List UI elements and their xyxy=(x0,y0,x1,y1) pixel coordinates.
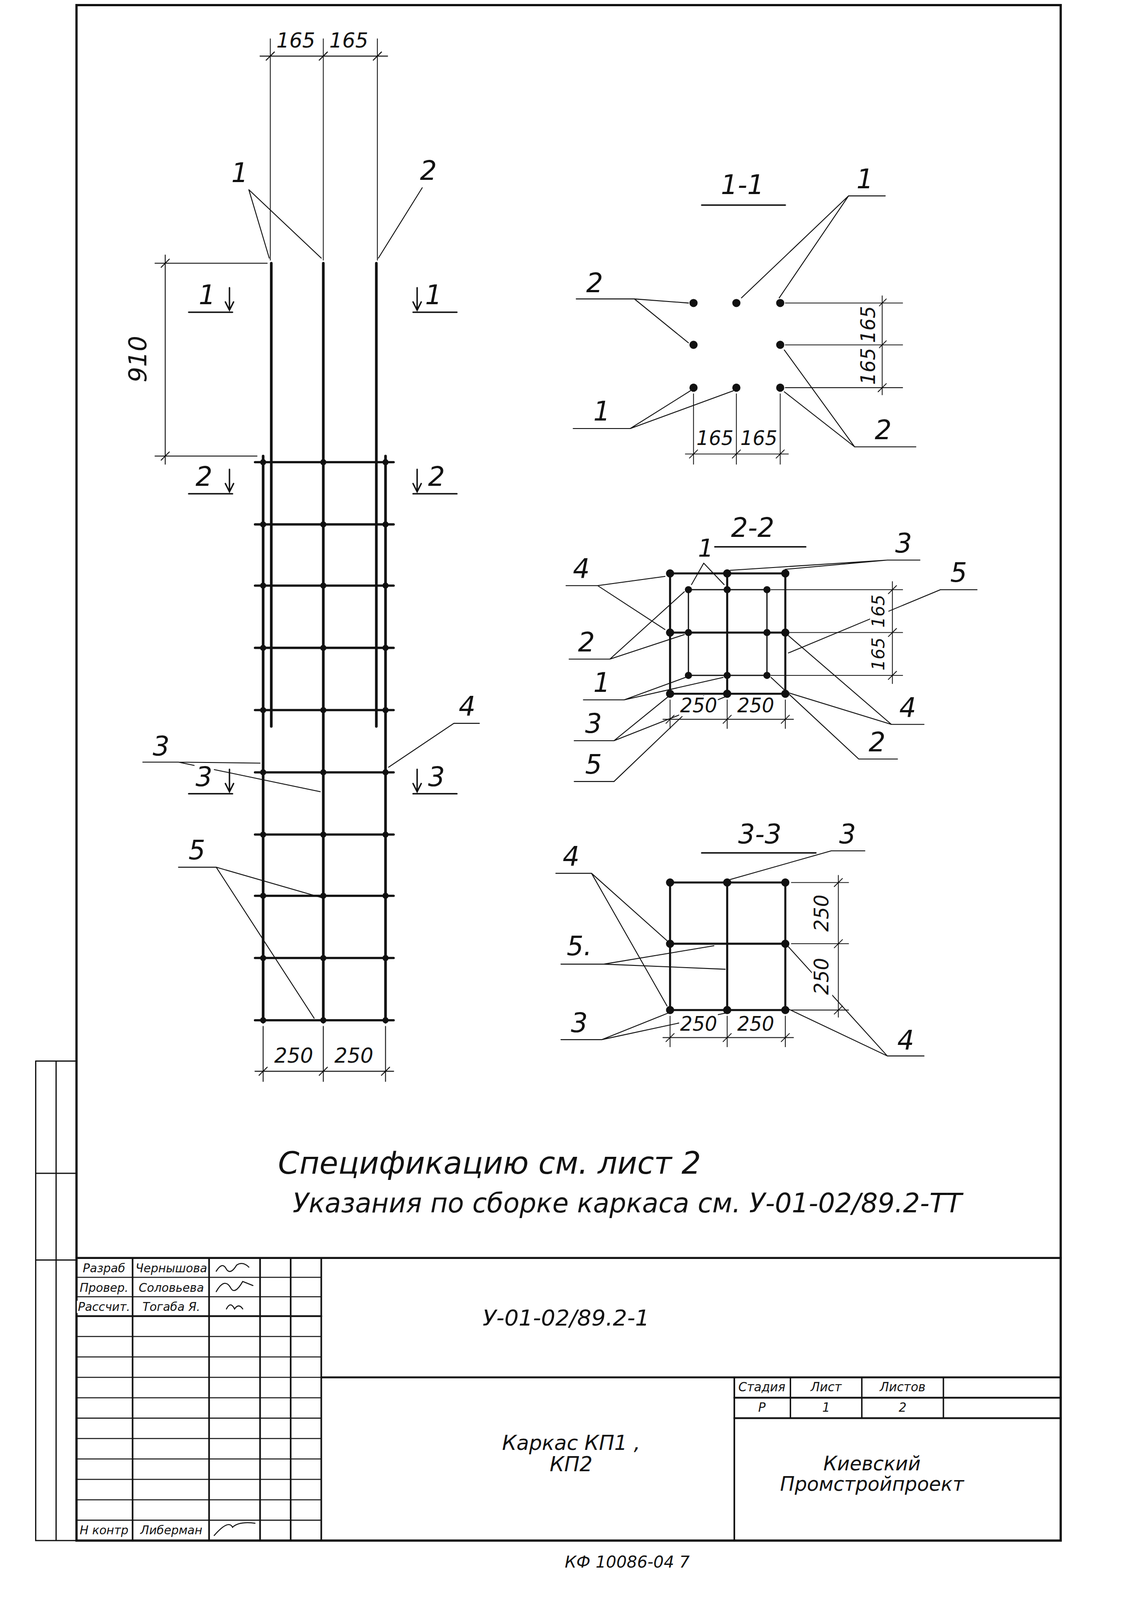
callout-number: 4 xyxy=(896,1026,916,1055)
callout-number: 1 xyxy=(230,159,250,188)
stamp-field: Провер. xyxy=(78,1281,130,1294)
callout-number: 5 xyxy=(187,836,207,865)
callout-number: 2 xyxy=(867,728,887,757)
dimension: 250 xyxy=(679,695,719,717)
section-mark: 1 xyxy=(197,281,217,310)
dimension: 165 xyxy=(870,593,889,629)
dimension: 910 xyxy=(126,334,152,384)
section-mark: 3 xyxy=(194,763,214,792)
callout-number: 3 xyxy=(894,529,914,558)
stamp-name: Чернышова xyxy=(134,1261,209,1275)
section-title: 1-1 xyxy=(719,171,765,200)
dimension: 250 xyxy=(736,695,776,717)
section-mark: 2 xyxy=(427,463,447,492)
stamp-name: Тогаба Я. xyxy=(141,1300,202,1313)
callout-number: 1 xyxy=(696,535,715,562)
dimension: 165 xyxy=(870,636,889,672)
callout-number: 4 xyxy=(898,693,918,722)
stamp-field: Разраб xyxy=(81,1261,127,1275)
callout-number: 1 xyxy=(855,165,875,194)
stamp-field: Рассчит. xyxy=(76,1300,131,1313)
callout-number: 2 xyxy=(419,157,439,186)
callout-number: 4 xyxy=(457,692,477,721)
stamp-name: Соловьева xyxy=(137,1281,205,1294)
callout-number: 2 xyxy=(873,416,893,445)
dimension: 250 xyxy=(273,1044,315,1067)
section-mark: 2 xyxy=(194,463,214,492)
dimension: 250 xyxy=(811,893,833,933)
callout-number: 3 xyxy=(584,710,604,739)
stamp-field: Лист xyxy=(809,1380,843,1394)
dimension: 250 xyxy=(333,1044,375,1067)
section-mark: 1 xyxy=(423,281,444,310)
dimension: 165 xyxy=(858,346,880,386)
section-title: 2-2 xyxy=(729,514,776,543)
callout-number: 5 xyxy=(584,751,604,780)
note-text: Указания по сборке каркаса см. У-01-02/8… xyxy=(291,1189,963,1218)
callout-number: 3 xyxy=(838,820,858,849)
callout-number: 5 xyxy=(949,559,969,588)
callout-number: 5. xyxy=(565,932,594,961)
callout-number: 3 xyxy=(569,1009,590,1037)
section-title: 3-3 xyxy=(737,820,783,849)
stamp-field: Н контр xyxy=(78,1523,130,1536)
stamp-name: Либерман xyxy=(139,1523,204,1536)
stamp-value: 2 xyxy=(897,1401,908,1414)
document-code: У-01-02/89.2-1 xyxy=(481,1306,651,1330)
organization-name: Киевский Промстройпроект xyxy=(768,1453,975,1495)
dimension: 165 xyxy=(739,428,779,449)
callout-number: 2 xyxy=(577,628,597,657)
archive-number: КФ 10086-04 7 xyxy=(563,1553,691,1572)
callout-number: 4 xyxy=(571,555,591,584)
dimension: 165 xyxy=(695,428,735,449)
stamp-field: Листов xyxy=(878,1380,927,1394)
note-text: Спецификацию см. лист 2 xyxy=(277,1146,703,1179)
stamp-value: 1 xyxy=(821,1401,832,1414)
callout-number: 1 xyxy=(592,398,612,427)
dimension: 250 xyxy=(679,1013,719,1035)
dimension: 165 xyxy=(858,304,880,345)
dimension: 250 xyxy=(811,956,833,996)
dimension: 250 xyxy=(736,1013,776,1035)
section-mark: 3 xyxy=(427,763,447,792)
stamp-field: Стадия xyxy=(737,1380,787,1394)
stamp-value: Р xyxy=(757,1401,767,1414)
callout-number: 3 xyxy=(151,732,171,761)
callout-number: 4 xyxy=(561,843,581,871)
callout-number: 1 xyxy=(592,669,612,698)
drawing-title: Каркас КП1 , КП2 xyxy=(493,1432,649,1475)
callout-number: 2 xyxy=(585,269,605,298)
dimension: 165 xyxy=(328,30,370,52)
dimension: 165 xyxy=(275,30,317,52)
